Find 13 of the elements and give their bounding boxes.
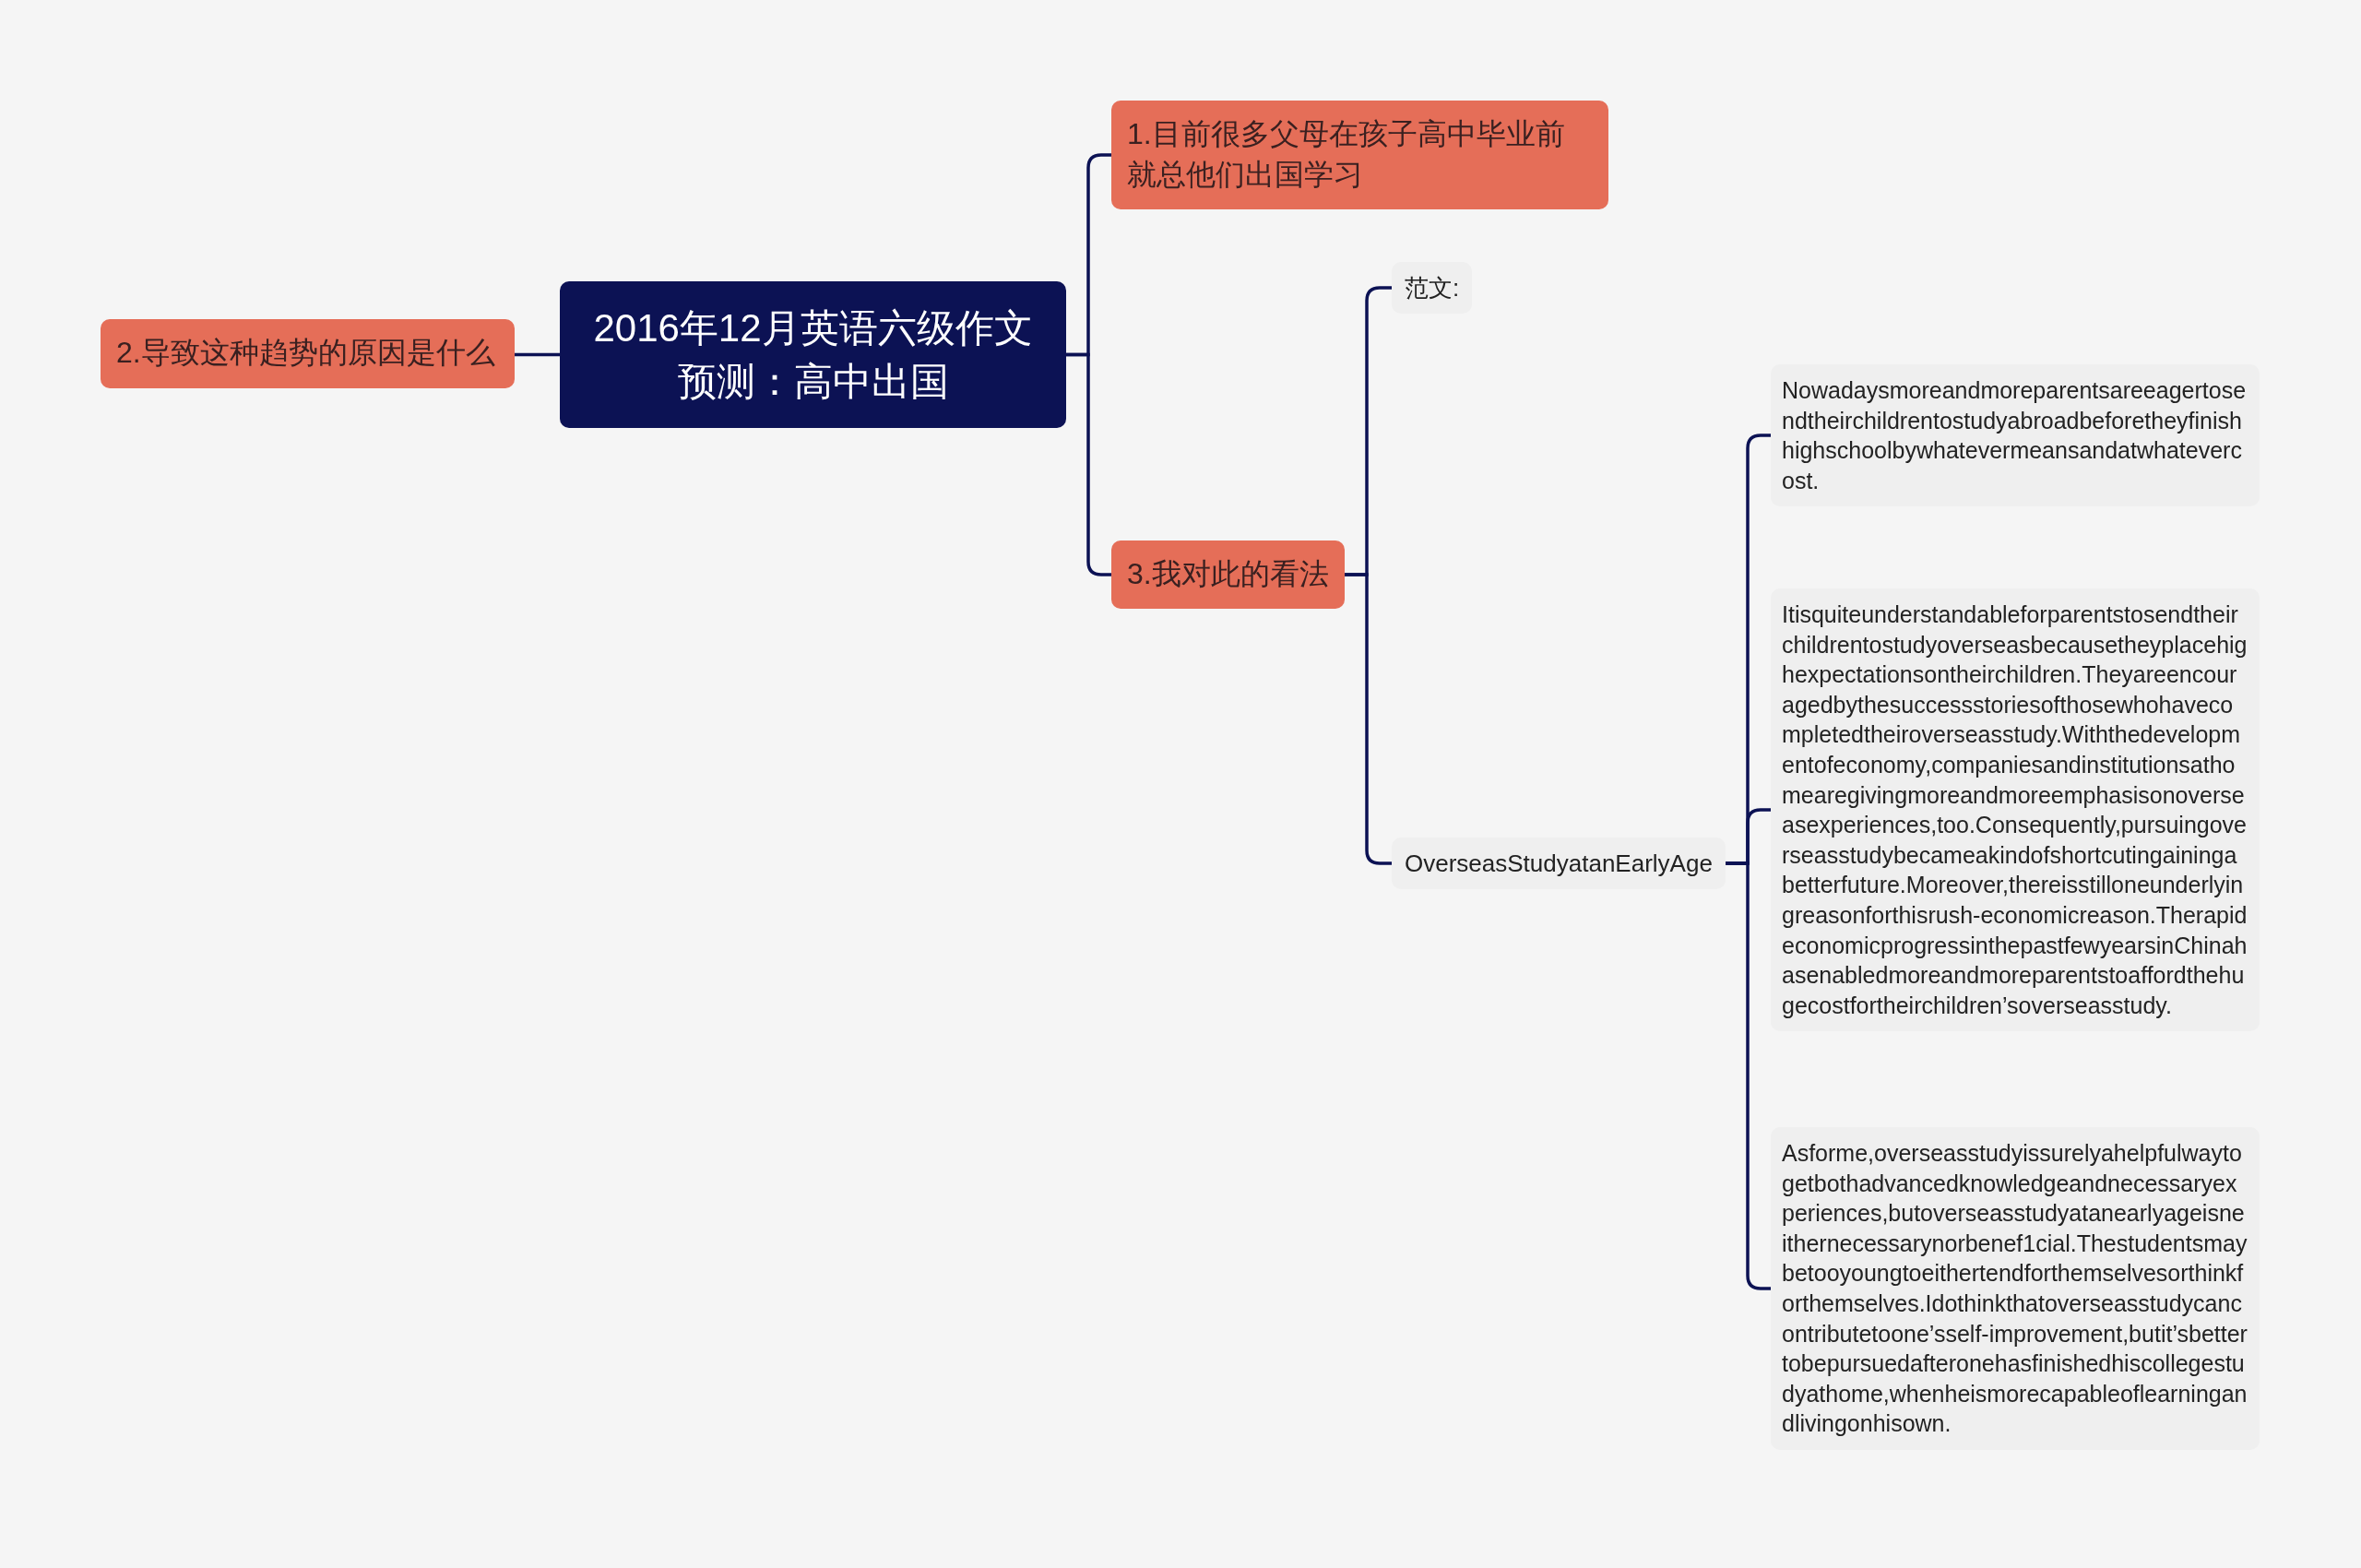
subtopic-box: 范文: xyxy=(1392,262,1473,314)
text-box: Nowadaysmoreandmoreparentsareeagertosendtheirchildrentostudyabroadbeforetheyfinishhighschoolbywhatevermeansandatwhatevercost. xyxy=(1771,364,2260,507)
text-box: Itisquiteunderstandableforparentstosendtheirchildrentostudyoverseasbecausetheyplacehighexpectationsontheirchildren.Theyareencouragedbythesuccessstoriesofthosewhohavecompletedtheiroverseasstudy.Withthedevelopmentofeconomy,companiesandinstitutionsathomearegivingmoreandmoreemphasisonoverseasexperiences,too.Consequently,pursuingoverseasstudybecameakindofshortcutingainingabetterfuture.Moreover,thereisstilloneunderlyingreasonforthisrush-economicreason.TherapideconomicprogressinthepastfewyearsinChinahasenabledmoreandmoreparentstoaffordthehugecostfortheirchildren’soverseasstudy. xyxy=(1771,588,2260,1032)
subtopic-box: OverseasStudyatanEarlyAge xyxy=(1392,837,1726,889)
topic-box: 1.目前很多父母在孩子高中毕业前就总他们出国学习 xyxy=(1111,101,1608,209)
connector-line xyxy=(1726,861,1771,1290)
text-box: Asforme,overseasstudyissurelyahelpfulwaytogetbothadvancedknowledgeandnecessaryexperiences,butoverseasstudyatanearlyageisneithernecessarynorbenef1cial.Thestudentsmaybetooyoungtoeithertendforthemselvesorthinkforthemselves.Idothinkthatoverseasstudycancontributetoone’sself-improvement,butit’sbettertobepursuedafteronehasfinishedhiscollegestudyathome,whenheismorecapableoflearningandlivingonhisown. xyxy=(1771,1127,2260,1450)
topic-box: 2.导致这种趋势的原因是什么 xyxy=(101,319,515,388)
connector-line xyxy=(1345,573,1392,865)
central-topic-box: 2016年12月英语六级作文预测：高中出国 xyxy=(560,281,1066,428)
connector-line xyxy=(515,352,560,357)
connector-line xyxy=(1066,352,1111,576)
topic-box: 3.我对此的看法 xyxy=(1111,540,1345,609)
